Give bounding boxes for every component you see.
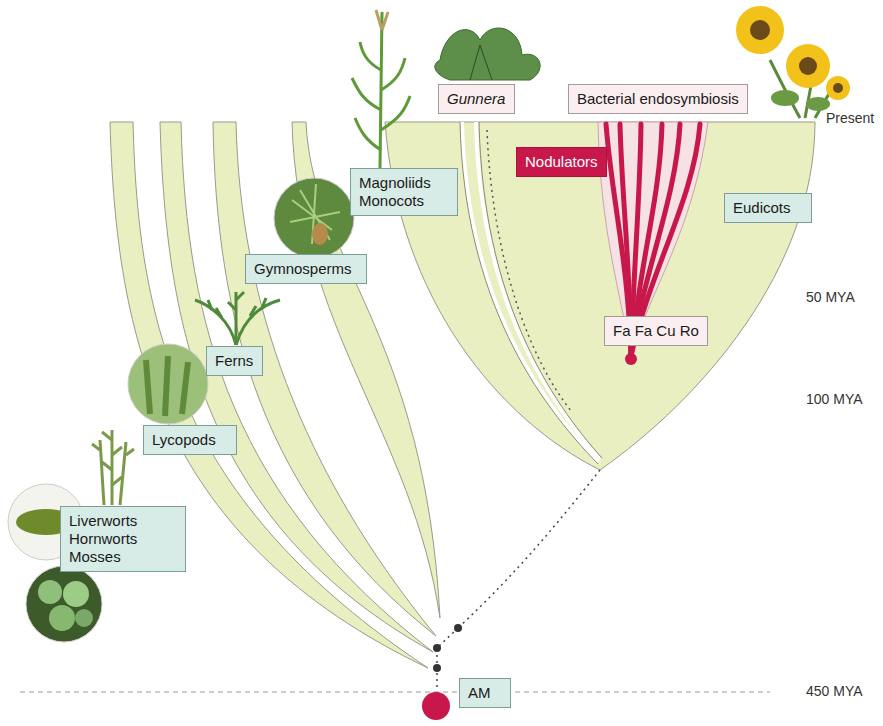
gunnera-plant bbox=[470, 45, 492, 80]
nodulator-fan bbox=[598, 122, 708, 356]
node-text: Gymnosperms bbox=[254, 260, 358, 278]
moss-plant bbox=[120, 442, 126, 505]
node-text: Eudicots bbox=[733, 199, 803, 217]
sunflower-plant bbox=[736, 6, 784, 54]
node-text: Ferns bbox=[215, 352, 254, 370]
taxa-box: Fa Fa Cu Ro bbox=[604, 316, 708, 346]
fern-plant bbox=[236, 300, 280, 345]
sunflower-plant bbox=[786, 44, 830, 88]
node-text: Liverworts Hornworts Mosses bbox=[69, 512, 177, 566]
maize-plant bbox=[352, 42, 410, 150]
sunflower-plant bbox=[806, 97, 830, 111]
liverwort-photo bbox=[26, 566, 102, 642]
clade-box: Ferns bbox=[206, 346, 263, 376]
dotted-lineage bbox=[437, 628, 458, 690]
node-text: Magnoliids Monocots bbox=[359, 174, 449, 210]
sunflower-plant bbox=[826, 76, 850, 100]
origin-box: AM bbox=[459, 678, 511, 708]
clade-box: Nodulators bbox=[516, 147, 607, 177]
clade-box: Liverworts Hornworts Mosses bbox=[60, 506, 186, 572]
liverwort-photo bbox=[49, 605, 75, 631]
node-dot bbox=[454, 624, 462, 632]
node-dot bbox=[433, 624, 462, 672]
clade-box: Lycopods bbox=[143, 425, 237, 455]
origin-dot bbox=[625, 353, 637, 365]
time-label: Present bbox=[826, 110, 874, 126]
lineage-band bbox=[110, 122, 815, 668]
sunflower-plant bbox=[771, 90, 799, 106]
gunnera-plant bbox=[435, 28, 540, 80]
node-text: Gunnera bbox=[447, 90, 506, 108]
node-text: Lycopods bbox=[152, 431, 228, 449]
gunnera-plant bbox=[435, 28, 540, 80]
dotted-lineage bbox=[458, 470, 600, 628]
lycopod-photo bbox=[146, 356, 188, 416]
node-dot bbox=[433, 644, 441, 652]
moss-plant bbox=[100, 440, 104, 505]
node-text: Nodulators bbox=[525, 153, 598, 171]
clade-box: Magnoliids Monocots bbox=[350, 168, 458, 216]
time-label: 450 MYA bbox=[806, 683, 863, 699]
maize-plant bbox=[376, 10, 388, 30]
fern-plant bbox=[208, 292, 266, 318]
moss-plant bbox=[92, 430, 134, 505]
pine-photo bbox=[274, 178, 354, 258]
taxon-box: Gunnera bbox=[438, 84, 515, 114]
time-label: 100 MYA bbox=[806, 391, 863, 407]
pine-photo bbox=[274, 178, 354, 258]
node-text: Fa Fa Cu Ro bbox=[613, 322, 699, 340]
sunflower-plant bbox=[750, 20, 770, 40]
time-line bbox=[20, 692, 770, 693]
clade-box: Gymnosperms bbox=[245, 254, 367, 284]
clade-box: Eudicots bbox=[724, 193, 812, 223]
liverwort-photo bbox=[75, 609, 93, 627]
trait-box: Bacterial endosymbiosis bbox=[568, 84, 748, 114]
moss-plant bbox=[92, 432, 134, 485]
pine-photo bbox=[312, 223, 328, 245]
node-text: Bacterial endosymbiosis bbox=[577, 90, 739, 108]
liverwort-photo bbox=[63, 581, 89, 607]
pine-photo bbox=[290, 184, 340, 244]
sunflower-plant bbox=[833, 83, 843, 93]
node-text: AM bbox=[468, 684, 502, 702]
fern-plant bbox=[195, 292, 280, 345]
fern-plant bbox=[195, 300, 236, 345]
sunflower-plant bbox=[799, 57, 817, 75]
lycopod-photo bbox=[128, 344, 208, 424]
liverwort-photo bbox=[38, 580, 62, 604]
maize-plant bbox=[352, 10, 410, 168]
am-origin-dot bbox=[422, 692, 450, 720]
sunflower-plant bbox=[736, 6, 850, 118]
time-label: 50 MYA bbox=[806, 289, 855, 305]
node-dot bbox=[433, 664, 441, 672]
lycopod-photo bbox=[128, 344, 208, 424]
